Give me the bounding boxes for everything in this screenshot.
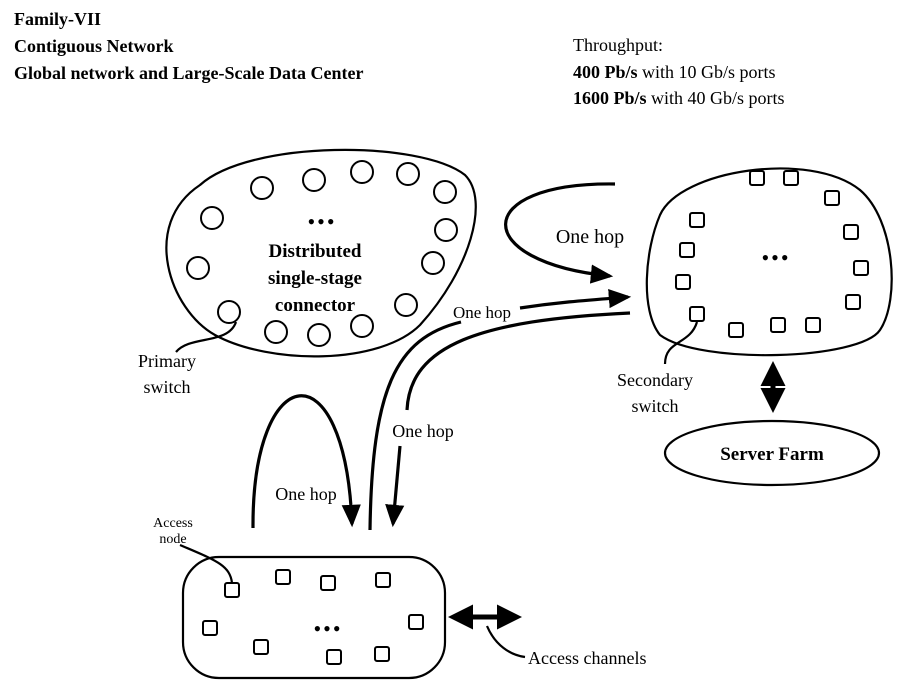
server-farm-label: Server Farm <box>720 444 824 465</box>
secondary-switch-node <box>843 224 859 240</box>
access-nodes <box>202 569 424 665</box>
throughput-label: Throughput: <box>573 35 663 55</box>
one-hop-down-arrow-tail <box>405 311 631 411</box>
network-title: Contiguous Network <box>14 36 174 56</box>
access-ellipsis: ••• <box>313 616 342 641</box>
primary-switch-node <box>396 162 420 186</box>
access-node <box>320 575 336 591</box>
primary-switch-node <box>250 176 274 200</box>
one-hop-loop-secondary-arrow <box>504 182 616 284</box>
primary-switch-node <box>421 251 445 275</box>
one-hop-loop-access-arrow <box>251 394 361 529</box>
secondary-switch-leader <box>663 321 699 365</box>
primary-switch-leader <box>175 321 238 353</box>
one-hop-label-cross: One hop <box>453 303 511 322</box>
access-node <box>202 620 218 636</box>
access-channels-leader <box>485 625 526 659</box>
secondary-switch-node <box>728 322 744 338</box>
access-node <box>375 572 391 588</box>
primary-switch-node <box>217 300 241 324</box>
throughput-port-1: with 10 Gb/s ports <box>638 62 776 82</box>
access-node <box>224 582 240 598</box>
secondary-switch-node <box>805 317 821 333</box>
secondary-switch-node <box>679 242 695 258</box>
secondary-switch-node <box>689 212 705 228</box>
access-region <box>181 555 447 680</box>
connector-label-2: single-stage <box>268 268 362 289</box>
throughput-line-1: 400 Pb/s with 10 Gb/s ports <box>573 62 776 82</box>
secondary-switch-label-2: switch <box>632 396 679 416</box>
primary-switch-nodes <box>186 160 458 347</box>
access-node-label-2: node <box>159 532 186 547</box>
primary-switch-node <box>307 323 331 347</box>
one-hop-label-secondary: One hop <box>556 226 624 248</box>
access-node <box>408 614 424 630</box>
secondary-switch-node <box>824 190 840 206</box>
primary-switch-node <box>434 218 458 242</box>
primary-switch-node <box>350 314 374 338</box>
throughput-value-1: 400 Pb/s <box>573 62 638 82</box>
distributed-connector-boundary <box>165 148 477 358</box>
connector-ellipsis: ••• <box>307 209 336 234</box>
primary-switch-node <box>433 180 457 204</box>
secondary-switch-node <box>845 294 861 310</box>
secondary-ellipsis: ••• <box>761 245 790 270</box>
connector-label-1: Distributed <box>269 241 362 262</box>
primary-switch-node <box>264 320 288 344</box>
primary-switch-node <box>186 256 210 280</box>
one-hop-cross-arrow-tail <box>368 320 462 531</box>
primary-switch-node <box>350 160 374 184</box>
access-node-leader <box>179 543 234 584</box>
connector-label-3: connector <box>275 295 356 316</box>
secondary-switch-boundary <box>645 167 893 357</box>
secondary-switch-nodes <box>675 170 869 338</box>
one-hop-cross-arrow <box>519 288 632 310</box>
secondary-switch-node <box>675 274 691 290</box>
secondary-switch-node <box>783 170 799 186</box>
throughput-value-2: 1600 Pb/s <box>573 88 647 108</box>
access-channels-label: Access channels <box>528 648 646 668</box>
secondary-switch-node <box>689 306 705 322</box>
scope-title: Global network and Large-Scale Data Cent… <box>14 63 363 83</box>
access-node <box>374 646 390 662</box>
one-hop-down-arrow <box>385 445 405 528</box>
secondary-switch-label-1: Secondary <box>617 370 693 390</box>
server-farm <box>663 419 881 487</box>
access-node-label-1: Access <box>153 516 193 531</box>
primary-switch-label-2: switch <box>144 377 191 397</box>
secondary-switch-node <box>749 170 765 186</box>
primary-switch-node <box>394 293 418 317</box>
one-hop-label-down: One hop <box>392 421 454 441</box>
primary-switch-node <box>302 168 326 192</box>
throughput-port-2: with 40 Gb/s ports <box>647 88 785 108</box>
secondary-switch-node <box>770 317 786 333</box>
secondary-switch-node <box>853 260 869 276</box>
one-hop-label-access: One hop <box>275 484 337 504</box>
family-title: Family-VII <box>14 9 101 29</box>
access-node <box>326 649 342 665</box>
primary-switch-label-1: Primary <box>138 351 196 371</box>
throughput-line-2: 1600 Pb/s with 40 Gb/s ports <box>573 88 785 108</box>
primary-switch-node <box>200 206 224 230</box>
access-node <box>253 639 269 655</box>
access-node <box>275 569 291 585</box>
